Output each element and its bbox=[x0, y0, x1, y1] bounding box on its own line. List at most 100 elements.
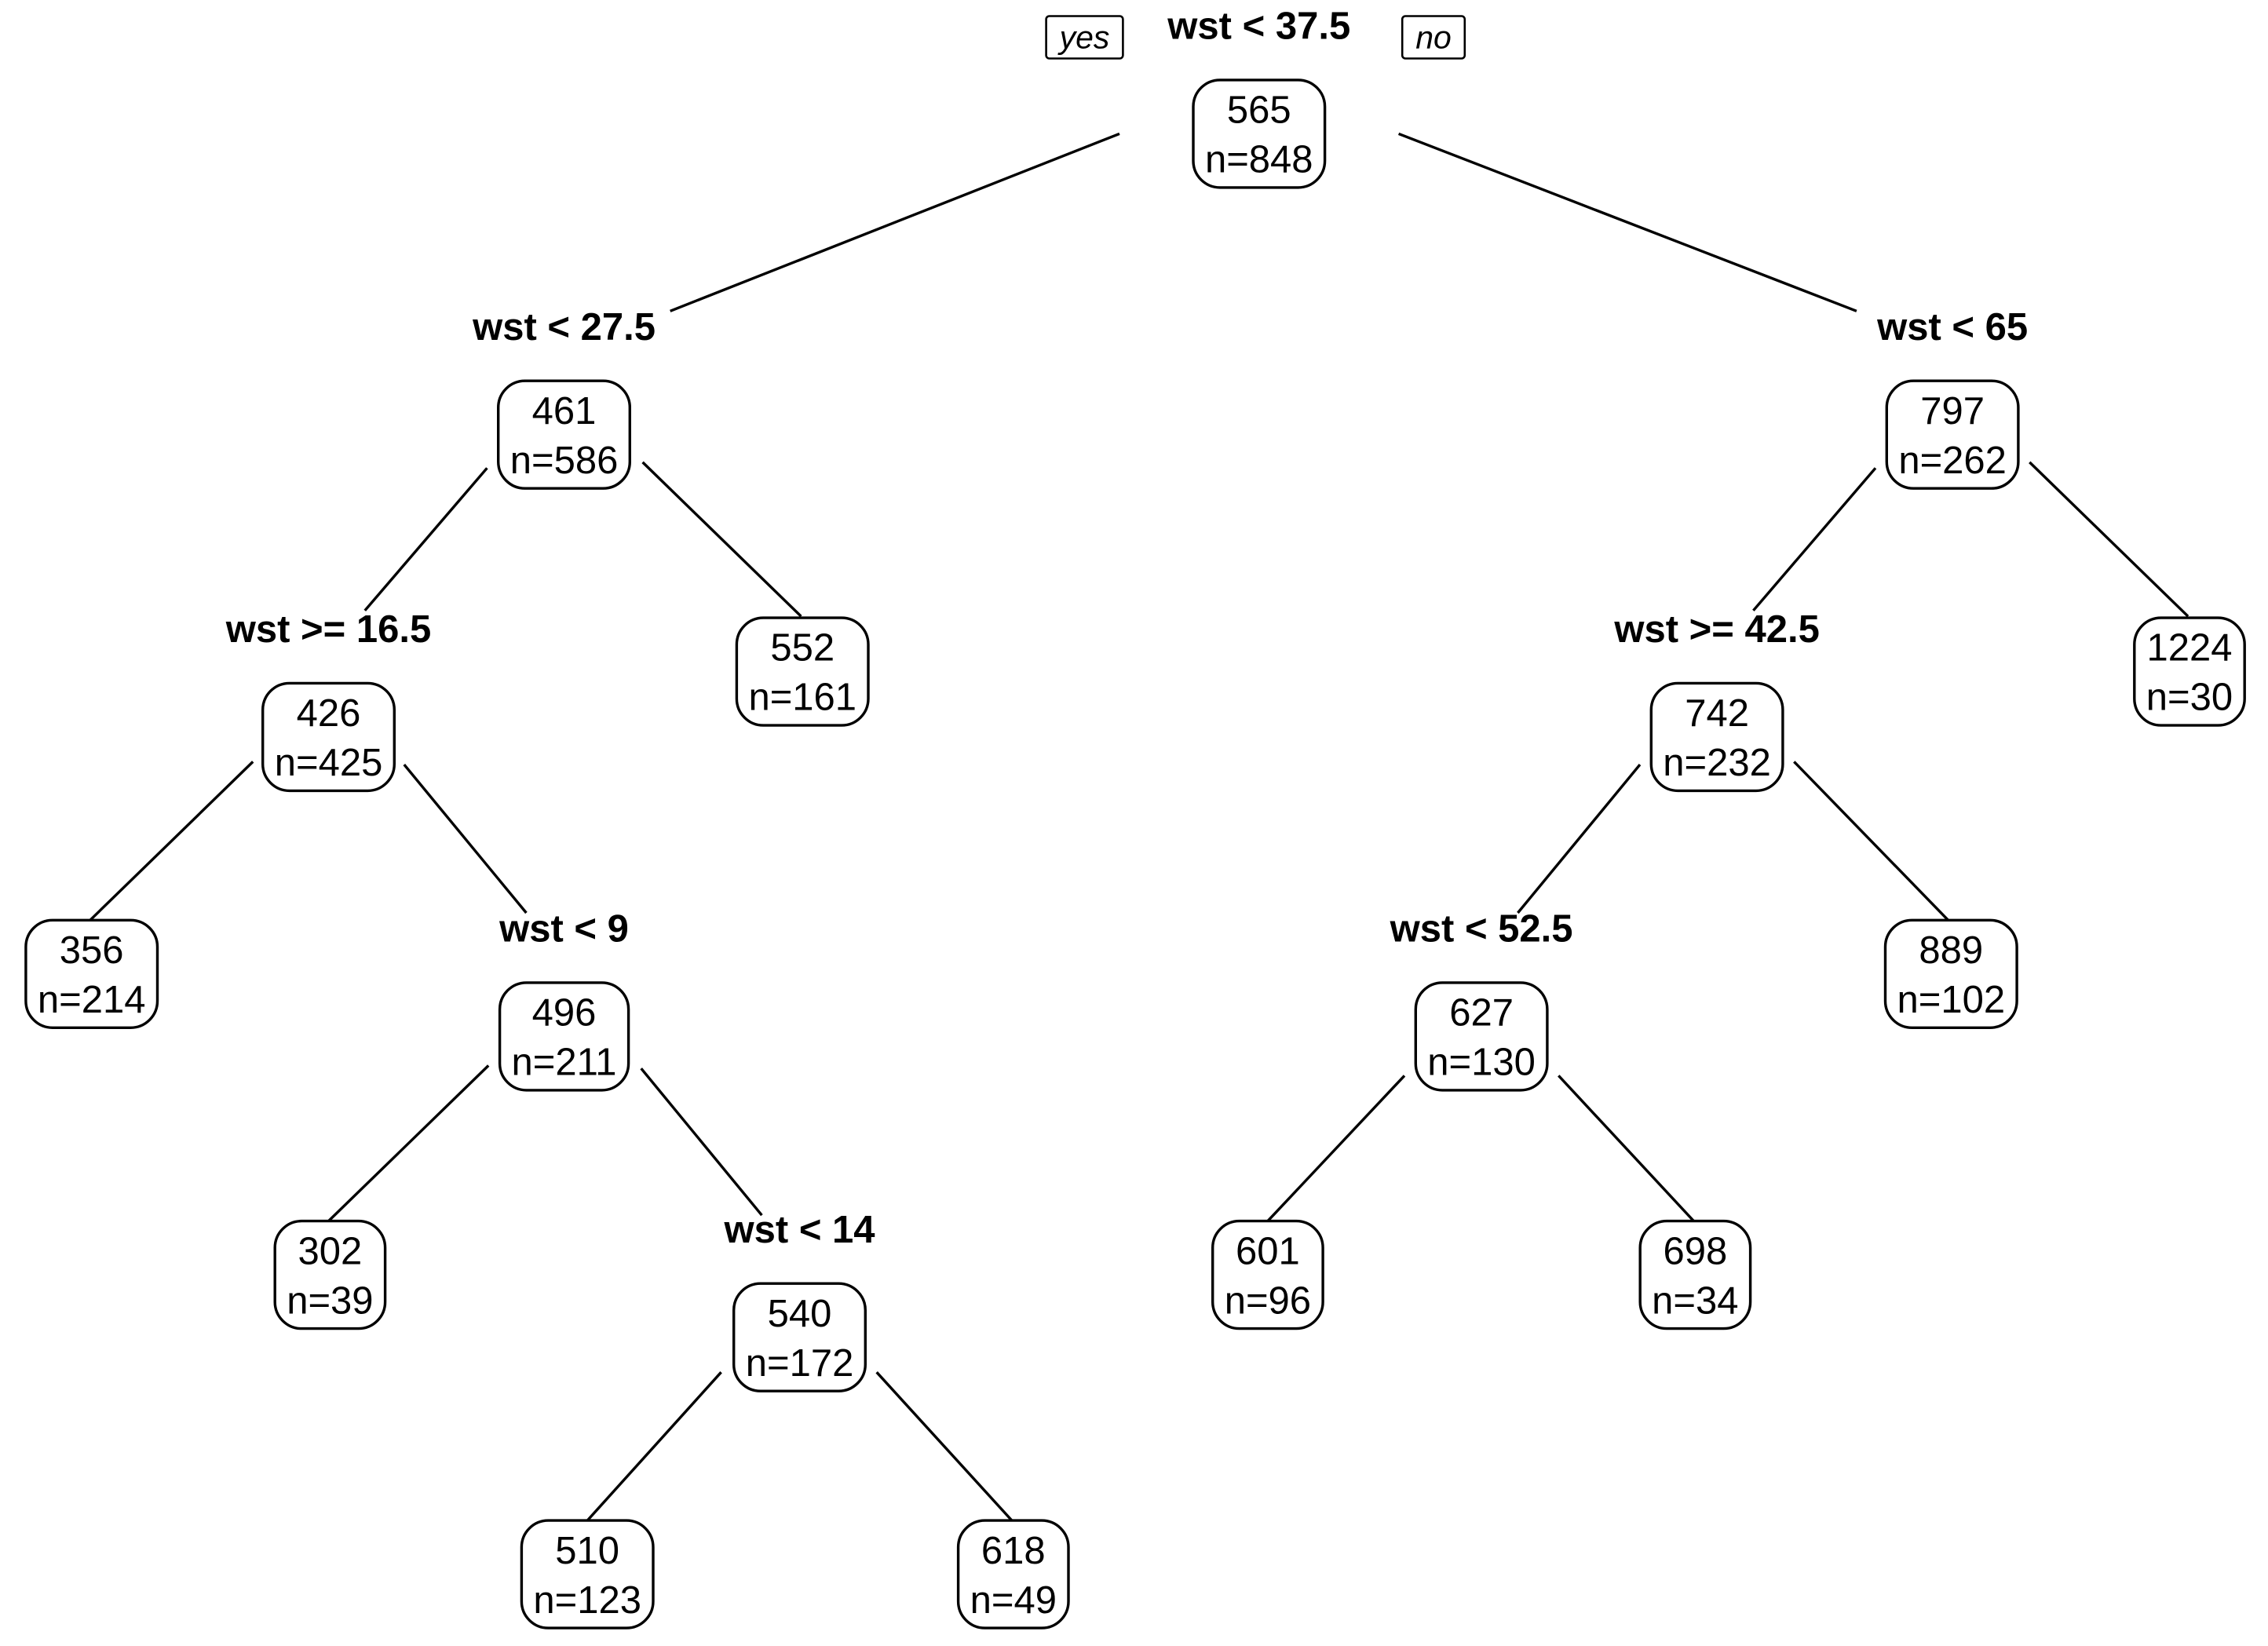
tree-edge-n1-n2 bbox=[670, 132, 1120, 312]
node-count: n=214 bbox=[38, 979, 146, 1021]
node-count: n=232 bbox=[1663, 742, 1771, 784]
tree-edge-n2-n4 bbox=[363, 467, 488, 611]
tree-node: 742 n=232 wst >= 42.5 bbox=[1613, 608, 1820, 793]
node-value: 461 bbox=[532, 390, 597, 432]
node-value: 510 bbox=[555, 1530, 619, 1572]
node-count: n=586 bbox=[510, 440, 619, 482]
tree-nodes: 565 n=848 wst < 37.5 461 n=586 wst < 27.5 797 n… bbox=[24, 5, 2246, 1630]
tree-edge-n13-n16 bbox=[586, 1371, 722, 1522]
node-value: 540 bbox=[768, 1293, 832, 1335]
node-box bbox=[261, 681, 396, 793]
tree-node: 510 n=123 bbox=[520, 1519, 655, 1630]
node-value: 742 bbox=[1685, 692, 1749, 735]
direction-labels: yes no bbox=[1045, 15, 1466, 60]
node-count: n=34 bbox=[1652, 1279, 1738, 1322]
node-count: n=30 bbox=[2146, 677, 2233, 719]
tree-node: 552 n=161 bbox=[735, 616, 870, 727]
node-box bbox=[1192, 78, 1327, 189]
tree-edge-n10-n14 bbox=[1266, 1075, 1406, 1222]
node-box bbox=[1649, 681, 1784, 793]
node-count: n=96 bbox=[1225, 1279, 1311, 1322]
node-box bbox=[498, 981, 630, 1092]
node-count: n=39 bbox=[287, 1279, 373, 1322]
node-box bbox=[732, 1282, 867, 1392]
tree-edge-n4-n9 bbox=[403, 764, 528, 914]
node-box bbox=[2133, 616, 2246, 727]
split-condition: wst < 52.5 bbox=[1390, 908, 1573, 951]
tree-edge-n2-n5 bbox=[641, 461, 802, 618]
node-box bbox=[1211, 1219, 1324, 1330]
node-value: 426 bbox=[297, 692, 361, 735]
yes-label-text: yes bbox=[1057, 20, 1110, 56]
tree-node: 496 n=211 wst < 9 bbox=[498, 908, 630, 1092]
split-condition: wst >= 42.5 bbox=[1613, 608, 1820, 651]
node-box bbox=[497, 379, 632, 490]
tree-node: 461 n=586 wst < 27.5 bbox=[472, 306, 656, 490]
tree-node: 302 n=39 bbox=[273, 1219, 387, 1330]
no-label-box bbox=[1401, 15, 1466, 60]
tree-edge-n13-n17 bbox=[875, 1371, 1013, 1522]
node-value: 1224 bbox=[2146, 627, 2232, 670]
node-box bbox=[24, 918, 159, 1030]
node-value: 552 bbox=[770, 627, 835, 670]
no-label-text: no bbox=[1415, 20, 1452, 56]
split-condition: wst < 14 bbox=[724, 1209, 875, 1251]
tree-node: 1224 n=30 bbox=[2133, 616, 2246, 727]
node-count: n=425 bbox=[275, 742, 383, 784]
tree-edge-n9-n13 bbox=[640, 1068, 763, 1217]
node-value: 797 bbox=[1920, 390, 1985, 432]
node-value: 496 bbox=[532, 992, 597, 1035]
tree-node: 565 n=848 wst < 37.5 bbox=[1167, 5, 1350, 189]
node-count: n=130 bbox=[1427, 1042, 1536, 1084]
tree-edge-n1-n3 bbox=[1397, 132, 1857, 312]
node-count: n=211 bbox=[512, 1042, 617, 1084]
node-count: n=161 bbox=[748, 677, 856, 719]
tree-edge-n6-n11 bbox=[1793, 761, 1949, 922]
tree-edges bbox=[89, 132, 2189, 1522]
tree-edge-n3-n7 bbox=[2029, 461, 2189, 618]
node-count: n=102 bbox=[1897, 979, 2005, 1021]
yes-label-box bbox=[1045, 15, 1124, 60]
tree-edge-n6-n10 bbox=[1517, 764, 1642, 914]
node-value: 302 bbox=[298, 1230, 363, 1272]
split-condition: wst < 37.5 bbox=[1167, 5, 1350, 48]
node-value: 565 bbox=[1227, 89, 1291, 132]
node-count: n=262 bbox=[1898, 440, 2007, 482]
node-box bbox=[956, 1519, 1070, 1630]
node-box bbox=[520, 1519, 655, 1630]
node-value: 627 bbox=[1449, 992, 1514, 1035]
tree-node: 627 n=130 wst < 52.5 bbox=[1390, 908, 1573, 1092]
no-label: no bbox=[1401, 15, 1466, 60]
split-condition: wst < 65 bbox=[1876, 306, 2028, 349]
tree-node: 356 n=214 bbox=[24, 918, 159, 1030]
node-value: 889 bbox=[1919, 929, 1983, 972]
tree-node: 698 n=34 bbox=[1638, 1219, 1752, 1330]
node-value: 356 bbox=[60, 929, 124, 972]
split-condition: wst >= 16.5 bbox=[225, 608, 432, 651]
tree-node: 797 n=262 wst < 65 bbox=[1876, 306, 2028, 490]
tree-edge-n3-n6 bbox=[1752, 467, 1877, 611]
yes-label: yes bbox=[1045, 15, 1124, 60]
node-box bbox=[1638, 1219, 1752, 1330]
node-value: 618 bbox=[981, 1530, 1046, 1572]
node-value: 601 bbox=[1236, 1230, 1300, 1272]
node-box bbox=[1883, 918, 2018, 1030]
tree-node: 426 n=425 wst >= 16.5 bbox=[225, 608, 432, 793]
tree-node: 889 n=102 bbox=[1883, 918, 2018, 1030]
tree-edge-n4-n8 bbox=[89, 761, 254, 922]
node-count: n=123 bbox=[533, 1579, 641, 1622]
tree-edge-n10-n15 bbox=[1558, 1075, 1695, 1222]
split-condition: wst < 27.5 bbox=[472, 306, 656, 349]
node-value: 698 bbox=[1663, 1230, 1727, 1272]
node-count: n=848 bbox=[1205, 138, 1313, 181]
tree-edge-n9-n12 bbox=[327, 1064, 490, 1222]
node-box bbox=[1414, 981, 1549, 1092]
node-box bbox=[735, 616, 870, 727]
tree-node: 601 n=96 bbox=[1211, 1219, 1324, 1330]
split-condition: wst < 9 bbox=[499, 908, 629, 951]
node-box bbox=[273, 1219, 387, 1330]
node-box bbox=[1885, 379, 2020, 490]
